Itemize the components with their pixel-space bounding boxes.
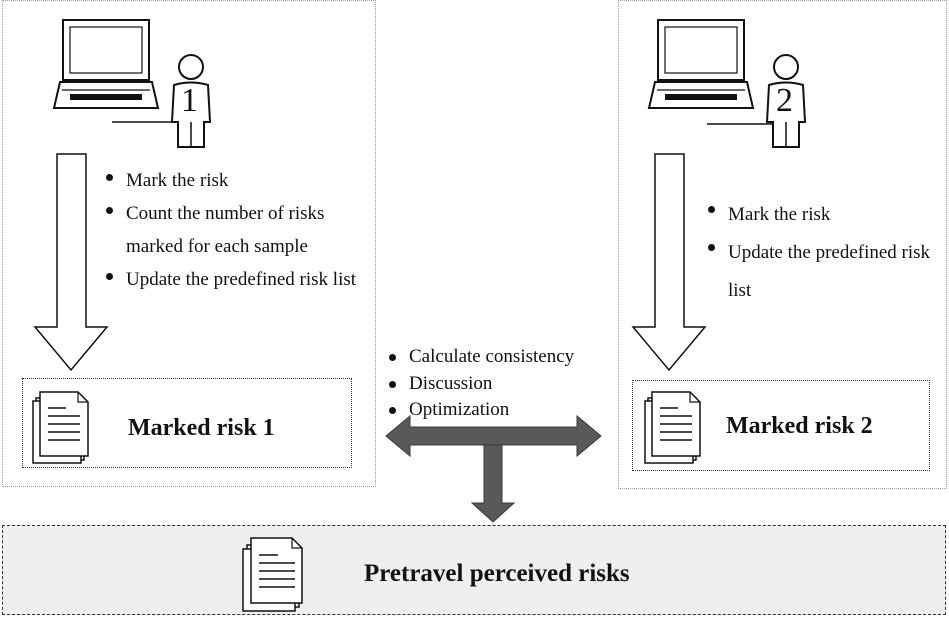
list-item: Discussion	[387, 371, 627, 398]
result-label: Pretravel perceived risks	[364, 560, 630, 587]
list-item: Update the predefined risk list	[104, 263, 369, 296]
right-step-list: Mark the risk Update the predefined risk…	[706, 196, 941, 310]
left-panel	[2, 0, 376, 487]
output-label-right: Marked risk 2	[726, 413, 873, 439]
down-arrow	[33, 153, 109, 372]
computer-icon	[647, 19, 773, 125]
output-box-right	[632, 380, 930, 471]
list-item: Mark the risk	[706, 196, 941, 234]
double-arrow	[385, 414, 602, 523]
down-arrow	[631, 153, 707, 372]
result-box	[2, 525, 946, 615]
person-icon	[765, 54, 807, 148]
list-item: Mark the risk	[104, 164, 369, 197]
output-box-left	[22, 378, 352, 468]
list-item: Optimization	[387, 397, 627, 424]
middle-step-list: Calculate consistency Discussion Optimiz…	[387, 344, 627, 424]
list-item: Count the number of risks marked for eac…	[104, 197, 369, 263]
person-number: 1	[181, 82, 198, 119]
document-icon	[644, 391, 701, 464]
list-item: Update the predefined risk list	[706, 234, 941, 310]
right-panel	[618, 0, 947, 489]
left-step-list: Mark the risk Count the number of risks …	[104, 164, 369, 296]
computer-icon	[52, 19, 178, 123]
list-item: Calculate consistency	[387, 344, 627, 371]
person-number: 2	[776, 82, 793, 119]
output-label-left: Marked risk 1	[128, 415, 275, 441]
document-icon	[32, 391, 89, 464]
person-icon	[170, 54, 212, 148]
